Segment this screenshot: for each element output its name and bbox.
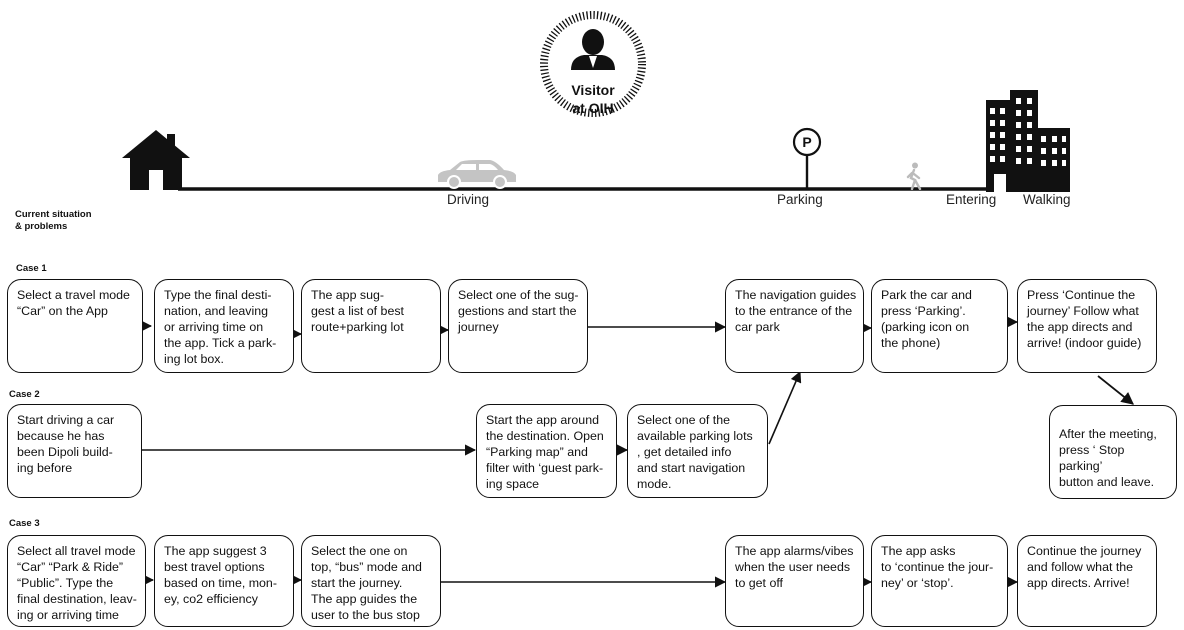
svg-text:P: P — [802, 134, 811, 150]
case-1-step-5: The navigation guides to the entrance of… — [725, 279, 864, 373]
case-2-step-2: Start the app around the destination. Op… — [476, 404, 617, 498]
case-1-label: Case 1 — [16, 263, 47, 274]
car-icon — [438, 160, 516, 189]
visitor-avatar-icon — [540, 11, 646, 117]
case-2-step-3: Select one of the available parking lots… — [627, 404, 768, 498]
section-title: Current situation & problems — [15, 209, 92, 232]
case-1-step-7: Press ‘Continue the journey’ Follow what… — [1017, 279, 1157, 373]
pedestrian-icon — [906, 162, 922, 190]
parking-sign-icon: P — [792, 127, 822, 190]
case-3-step-4: The app alarms/vibes when the user needs… — [725, 535, 864, 627]
case-1-final-step: After the meeting, press ‘ Stop parking’… — [1049, 405, 1177, 499]
case-1-step-4: Select one of the sug- gestions and star… — [448, 279, 588, 373]
case-3-step-2: The app suggest 3 best travel options ba… — [154, 535, 294, 627]
arrow-c2-3 — [768, 370, 802, 445]
case-3-step-6: Continue the journey and follow what the… — [1017, 535, 1157, 627]
case-3-step-5: The app asks to ‘continue the jour- ney’… — [871, 535, 1008, 627]
case-2-label: Case 2 — [9, 389, 40, 400]
case-3-step-3: Select the one on top, “bus” mode and st… — [301, 535, 441, 627]
stage-label-parking: Parking — [777, 192, 823, 207]
office-building-icon — [986, 90, 1070, 192]
stage-label-driving: Driving — [447, 192, 490, 207]
visitor-label: Visitor at OIH — [571, 82, 615, 116]
arrow-c1-7 — [1097, 375, 1134, 405]
case-1-step-3: The app sug- gest a list of best route+p… — [301, 279, 441, 373]
case-3-step-1: Select all travel mode “Car” “Park & Rid… — [7, 535, 146, 627]
case-1-step-2: Type the final desti- nation, and leavin… — [154, 279, 294, 373]
stage-label-walking: Walking — [1023, 192, 1071, 207]
case-1-step-1: Select a travel mode “Car” on the App — [7, 279, 143, 373]
house-icon — [122, 130, 190, 190]
case-3-label: Case 3 — [9, 518, 40, 529]
stage-label-entering: Entering — [946, 192, 997, 207]
case-1-step-6: Park the car and press ‘Parking’. (parki… — [871, 279, 1008, 373]
case-2-step-1: Start driving a car because he has been … — [7, 404, 142, 498]
